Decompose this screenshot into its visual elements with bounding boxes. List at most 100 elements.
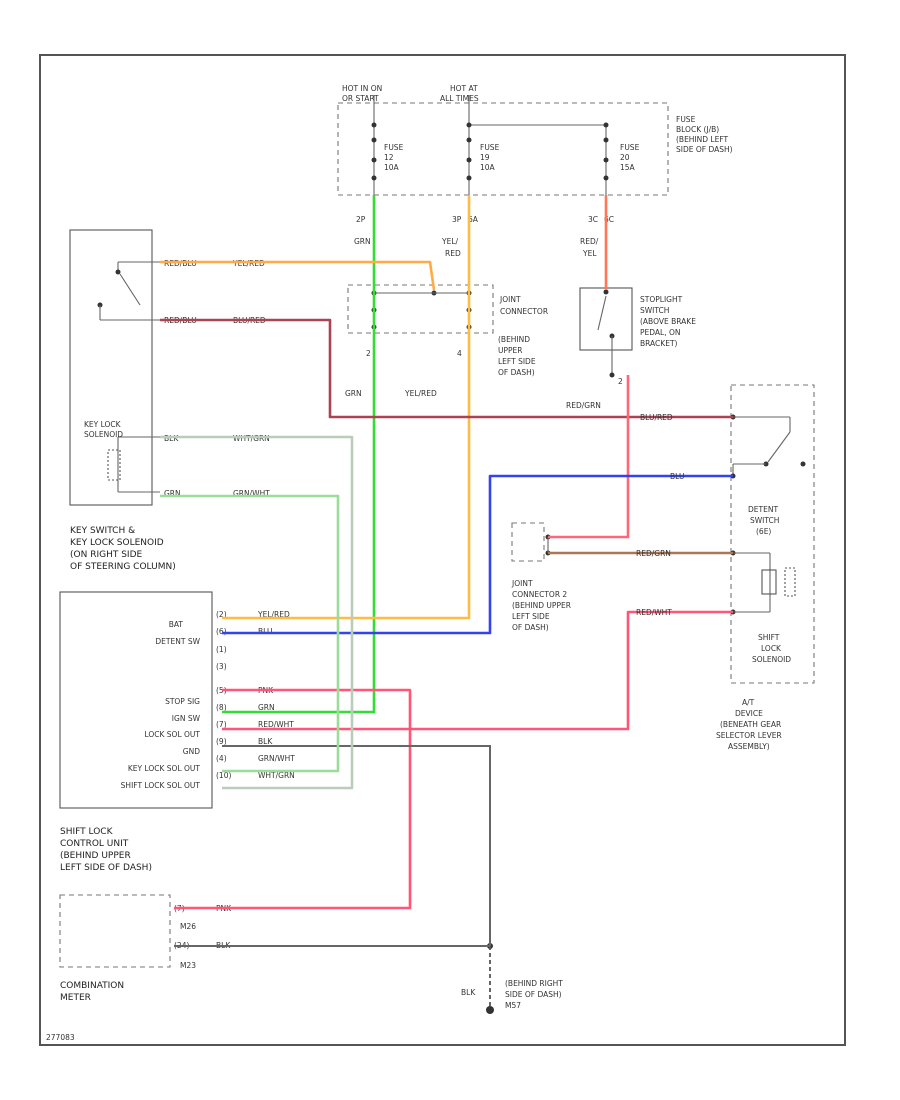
cu-label-bat: BAT bbox=[169, 620, 184, 629]
wire-blk-gnd bbox=[222, 745, 491, 946]
key-switch-desc-4: OF STEERING COLUMN) bbox=[70, 562, 176, 572]
cu-pin-key-lock: (4) bbox=[216, 754, 227, 763]
control-unit-desc-4: LEFT SIDE OF DASH) bbox=[60, 863, 152, 873]
fuse-19: FUSE 19 10A bbox=[466, 122, 500, 195]
ks-wire-a1: RED/BLU bbox=[164, 259, 197, 268]
stoplight-switch: STOPLIGHT SWITCH (ABOVE BRAKE PEDAL, ON … bbox=[579, 287, 696, 386]
control-unit-desc-1: SHIFT LOCK bbox=[60, 827, 114, 837]
fuse-19-line1: FUSE bbox=[480, 143, 500, 152]
cu-label-shift-lock: SHIFT LOCK SOL OUT bbox=[121, 781, 201, 790]
joint-connector-2: JOINT CONNECTOR 2 (BEHIND UPPER LEFT SID… bbox=[511, 522, 571, 632]
cu-pin-ign: (8) bbox=[216, 703, 227, 712]
wire-label-yel-top: YEL/ bbox=[441, 237, 458, 246]
joint-connector-outline bbox=[347, 284, 494, 334]
hot-label-2a: HOT AT bbox=[450, 84, 478, 93]
detent-switch-label-2: SWITCH bbox=[750, 516, 779, 525]
control-unit-desc-2: CONTROL UNIT bbox=[60, 839, 129, 849]
cu-wire-shift-lock: WHT/GRN bbox=[258, 771, 295, 780]
meter-conn-2: M23 bbox=[180, 961, 196, 970]
shift-lock-solenoid-2: LOCK bbox=[761, 644, 782, 653]
stoplight-desc-3: (ABOVE BRAKE bbox=[640, 317, 696, 326]
jc2-desc-5: OF DASH) bbox=[512, 623, 549, 632]
combination-meter: (7) PNK M26 (24) BLK M23 COMBINATION MET… bbox=[59, 894, 232, 1003]
control-unit-desc-3: (BEHIND UPPER bbox=[60, 851, 131, 861]
ks-wire-a2: YEL/RED bbox=[232, 259, 265, 268]
key-lock-solenoid-label-1: KEY LOCK bbox=[84, 420, 122, 429]
fuse-20-line3: 15A bbox=[620, 163, 636, 172]
joint-connector: JOINT CONNECTOR (BEHIND UPPER LEFT SIDE … bbox=[347, 284, 548, 377]
fuse-block-desc-4: SIDE OF DASH) bbox=[676, 145, 733, 154]
wire-label-yel-right: YEL bbox=[582, 249, 597, 258]
combination-meter-desc-1: COMBINATION bbox=[60, 981, 124, 991]
cu-wire-detent: BLU bbox=[258, 627, 272, 636]
shift-lock-control-unit: BAT DETENT SW STOP SIG IGN SW LOCK SOL O… bbox=[59, 591, 295, 873]
jc2-desc-2: CONNECTOR 2 bbox=[512, 590, 567, 599]
wire-blu-detent bbox=[222, 474, 733, 635]
key-switch-desc-2: KEY LOCK SOLENOID bbox=[70, 538, 164, 548]
mid-label-yel-red: YEL/RED bbox=[404, 389, 437, 398]
joint-connector-pin-right: 4 bbox=[457, 349, 462, 358]
mid-label-red-grn: RED/GRN bbox=[566, 401, 601, 410]
key-switch-desc-3: (ON RIGHT SIDE bbox=[70, 550, 142, 560]
wire-label-grn-top: GRN bbox=[354, 237, 371, 246]
ground-desc-1: (BEHIND RIGHT bbox=[505, 979, 563, 988]
cu-label-detent: DETENT SW bbox=[155, 637, 200, 646]
fuse-20-line2: 20 bbox=[620, 153, 630, 162]
shift-lock-solenoid-3: SOLENOID bbox=[752, 655, 791, 664]
joint-connector-desc-2: UPPER bbox=[498, 346, 523, 355]
fuse-20: FUSE 20 15A bbox=[603, 122, 640, 195]
cu-pin-lock-sol: (7) bbox=[216, 720, 227, 729]
fuse-block-desc-1: FUSE bbox=[676, 115, 696, 124]
mid-label-blu: BLU bbox=[670, 472, 684, 481]
diagram-frame bbox=[39, 54, 846, 1046]
joint-connector-name-1: JOINT bbox=[499, 295, 521, 304]
fuse-12-line3: 10A bbox=[384, 163, 400, 172]
control-unit-outline bbox=[59, 591, 213, 809]
wire-yel-red-keyswitch bbox=[160, 260, 436, 291]
cu-label-key-lock: KEY LOCK SOL OUT bbox=[128, 764, 201, 773]
joint-connector-name-2: CONNECTOR bbox=[500, 307, 548, 316]
jc2-desc-1: JOINT bbox=[511, 579, 533, 588]
ks-wire-d1: GRN bbox=[164, 489, 181, 498]
ks-wire-d2: GRN/WHT bbox=[233, 489, 270, 498]
stoplight-desc-1: STOPLIGHT bbox=[640, 295, 683, 304]
key-switch-assembly: KEY LOCK SOLENOID KEY SWITCH & KEY LOCK … bbox=[69, 229, 176, 572]
cu-wire-key-lock: GRN/WHT bbox=[258, 754, 295, 763]
cu-label-ign: IGN SW bbox=[172, 714, 201, 723]
at-wire-red-grn: RED/GRN bbox=[636, 549, 671, 558]
at-device: DETENT SWITCH (6E) SHIFT LOCK SOLENOID A… bbox=[716, 384, 815, 751]
ground-point: BLK (BEHIND RIGHT SIDE OF DASH) M57 bbox=[461, 943, 563, 1014]
ground-desc-3: M57 bbox=[505, 1001, 521, 1010]
cu-pin-gnd: (9) bbox=[216, 737, 227, 746]
fuse-12-line1: FUSE bbox=[384, 143, 404, 152]
cu-wire-bat: YEL/RED bbox=[257, 610, 290, 619]
joint-connector-2-outline bbox=[511, 522, 545, 562]
cu-wire-ign: GRN bbox=[258, 703, 275, 712]
detent-switch-label-3: (6E) bbox=[756, 527, 771, 536]
at-device-desc-1: A/T bbox=[742, 698, 755, 707]
at-device-outline bbox=[730, 384, 815, 684]
wire-blu-red bbox=[160, 318, 733, 419]
ground-icon bbox=[486, 1006, 494, 1014]
stoplight-desc-4: PEDAL, ON bbox=[640, 328, 681, 337]
detent-switch-label-1: DETENT bbox=[748, 505, 778, 514]
wire-grn-wht-keylock bbox=[160, 494, 340, 773]
jc2-desc-4: LEFT SIDE bbox=[512, 612, 550, 621]
stoplight-pin: 2 bbox=[618, 377, 623, 386]
cu-pin-stop: (5) bbox=[216, 686, 227, 695]
at-device-desc-3: (BENEATH GEAR bbox=[720, 720, 781, 729]
key-switch-desc-1: KEY SWITCH & bbox=[70, 526, 135, 536]
fuse-pin-6c: 6C bbox=[604, 215, 614, 224]
hot-label-1b: OR START bbox=[342, 94, 379, 103]
fuse-pin-2p: 2P bbox=[356, 215, 366, 224]
wire-grn-ign bbox=[222, 195, 376, 714]
shift-lock-solenoid-1: SHIFT bbox=[758, 633, 780, 642]
cu-label-gnd: GND bbox=[183, 747, 200, 756]
joint-connector-desc-3: LEFT SIDE bbox=[498, 357, 536, 366]
wire-yel-red-bat bbox=[222, 195, 471, 620]
wires bbox=[160, 195, 733, 947]
at-device-desc-2: DEVICE bbox=[735, 709, 763, 718]
fuse-12: FUSE 12 10A bbox=[371, 122, 404, 195]
